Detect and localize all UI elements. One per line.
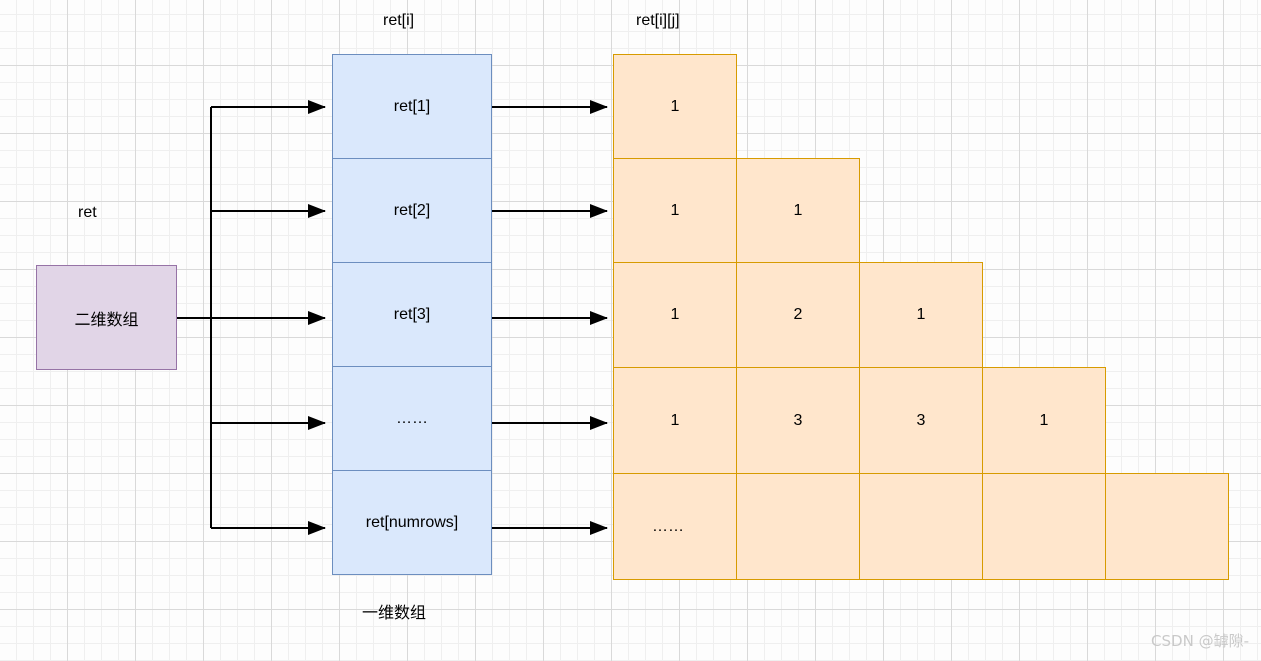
triangle-value-r2c1: 1 xyxy=(670,201,680,219)
label-one-dimensional-array: 一维数组 xyxy=(362,603,427,622)
triangle-cell-r5c2 xyxy=(736,473,860,580)
row-pointer-label-4: …… xyxy=(396,409,428,427)
label-ret-i-j: ret[i][j] xyxy=(636,12,680,29)
triangle-value-r4c4: 1 xyxy=(1039,411,1049,429)
triangle-cell-r4c3: 3 xyxy=(859,367,983,474)
row-pointer-label-3: ret[3] xyxy=(393,305,431,323)
triangle-cell-r2c1: 1 xyxy=(613,158,737,263)
triangle-cell-r4c2: 3 xyxy=(736,367,860,474)
triangle-value-r3c1: 1 xyxy=(670,306,680,323)
row-pointer-label-1: ret[1] xyxy=(393,97,431,115)
triangle-cell-r5c4 xyxy=(982,473,1106,580)
row-pointer-column: ret[1] ret[2] ret[3] …… ret[numrows] xyxy=(332,54,492,577)
row-pointer-cell-2: ret[2] xyxy=(332,158,492,263)
triangle-value-r4c1: 1 xyxy=(670,411,680,429)
triangle-cell-r5c3 xyxy=(859,473,983,580)
triangle-value-r4c3: 3 xyxy=(916,411,926,429)
triangle-cell-r5c1: …… xyxy=(613,473,737,580)
triangle-cell-r4c1: 1 xyxy=(613,367,737,474)
triangle-value-r1c1: 1 xyxy=(670,97,680,115)
row-pointer-cell-5: ret[numrows] xyxy=(332,470,492,575)
triangle-cell-r1c1: 1 xyxy=(613,54,737,159)
triangle-value-r5c1: …… xyxy=(652,517,684,535)
two-dimensional-array-label: 二维数组 xyxy=(74,309,139,329)
row-pointer-cell-3: ret[3] xyxy=(332,262,492,367)
triangle-cell-r3c2: 2 xyxy=(736,262,860,368)
watermark: CSDN @罅隙- xyxy=(1151,632,1249,650)
row-pointer-cell-4: …… xyxy=(332,366,492,471)
two-dimensional-array-box: 二维数组 xyxy=(36,265,177,370)
triangle-value-r3c3: 1 xyxy=(916,306,926,323)
label-ret-i: ret[i] xyxy=(383,12,415,29)
row-pointer-label-5: ret[numrows] xyxy=(365,513,459,531)
triangle-cell-r3c1: 1 xyxy=(613,262,737,368)
triangle-value-r2c2: 1 xyxy=(793,201,803,219)
label-ret: ret xyxy=(78,204,97,221)
triangle-cell-r2c2: 1 xyxy=(736,158,860,263)
triangle-cell-r4c4: 1 xyxy=(982,367,1106,474)
triangle-value-r4c2: 3 xyxy=(793,411,803,429)
row-pointer-label-2: ret[2] xyxy=(393,201,431,219)
triangle-cell-r5c5 xyxy=(1105,473,1229,580)
triangle-value-r3c2: 2 xyxy=(793,306,803,323)
triangle-cell-r3c3: 1 xyxy=(859,262,983,368)
row-pointer-cell-1: ret[1] xyxy=(332,54,492,159)
